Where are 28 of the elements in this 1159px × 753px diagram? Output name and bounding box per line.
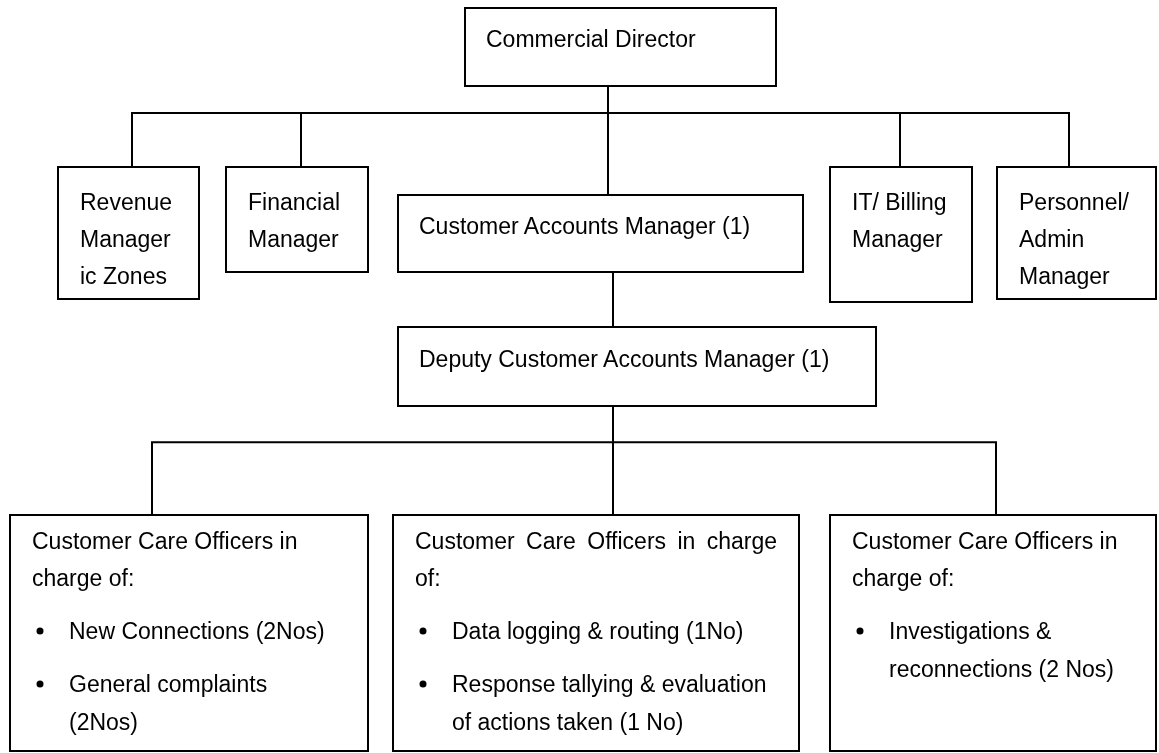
role-title: IT/ Billing Manager <box>852 188 948 254</box>
org-box <box>996 166 1157 300</box>
org-box <box>397 326 877 407</box>
org-box <box>57 166 200 300</box>
org-box <box>397 194 804 273</box>
role-title: Customer Care Officers in charge of: <box>852 527 1119 593</box>
connector-line <box>612 406 997 515</box>
org-box <box>464 7 777 87</box>
duty-text: Response tallying & evaluation of actions taken (1 No) <box>452 670 768 737</box>
role-title: Customer Care Officers in charge of: <box>415 527 777 593</box>
org-box <box>829 514 1157 752</box>
role-title: Commercial Director <box>486 25 697 54</box>
connector-line <box>612 272 614 327</box>
org-box <box>392 514 800 752</box>
org-box <box>829 166 973 303</box>
org-box <box>9 514 369 752</box>
role-title: Customer Accounts Manager (1) <box>419 212 752 241</box>
duty-text: Data logging & routing (1No) <box>452 617 745 646</box>
duty-text: New Connections (2Nos) <box>69 617 326 646</box>
role-title: Customer Care Officers in charge of: <box>32 527 299 593</box>
duty-text: Investigations & reconnections (2 Nos) <box>889 617 1115 684</box>
role-title: Financial Manager <box>248 188 342 254</box>
connector-line <box>607 86 1070 167</box>
org-box <box>225 166 369 273</box>
role-title: Personnel/ Admin Manager <box>1019 188 1130 291</box>
duty-text: General complaints (2Nos) <box>69 670 269 737</box>
role-title: Deputy Customer Accounts Manager (1) <box>419 345 831 374</box>
role-title: Revenue Manager ic Zones <box>80 188 174 291</box>
